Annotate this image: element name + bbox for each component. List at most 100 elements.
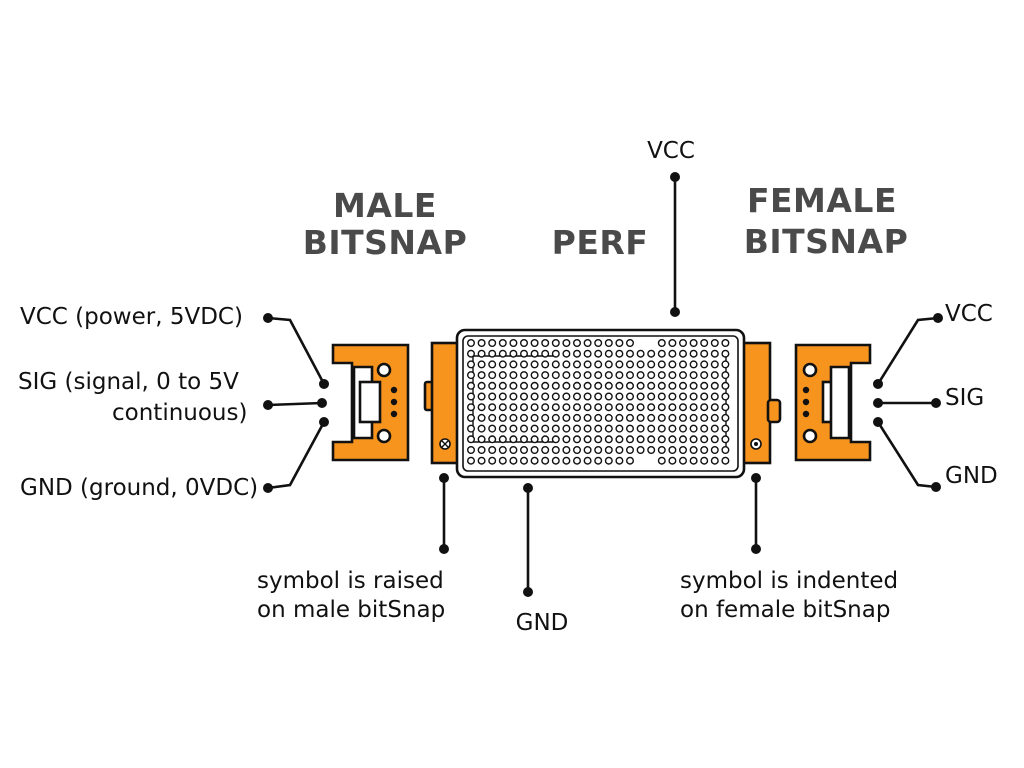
left-sig-label-line1: SIG (signal, 0 to 5V bbox=[18, 369, 239, 395]
perf-hole bbox=[551, 371, 560, 380]
perf-hole bbox=[498, 381, 507, 390]
perf-hole bbox=[626, 392, 635, 401]
perf-hole bbox=[721, 349, 730, 358]
perf-hole bbox=[668, 360, 677, 369]
perf-hole bbox=[551, 339, 560, 348]
perf-hole bbox=[679, 392, 688, 401]
perf-hole bbox=[477, 381, 486, 390]
perf-hole bbox=[520, 360, 529, 369]
perf-hole bbox=[498, 339, 507, 348]
perf-hole bbox=[488, 381, 497, 390]
perf-hole bbox=[689, 392, 698, 401]
perf-hole bbox=[615, 381, 624, 390]
perf-hole bbox=[679, 403, 688, 412]
perf-hole bbox=[594, 424, 603, 433]
left-sig-label-line2: continuous) bbox=[112, 400, 247, 426]
perf-hole bbox=[551, 435, 560, 444]
perf-hole bbox=[498, 392, 507, 401]
perf-hole bbox=[488, 435, 497, 444]
perf-hole bbox=[700, 371, 709, 380]
perf-hole bbox=[679, 424, 688, 433]
perf-hole bbox=[509, 413, 518, 422]
perf-hole bbox=[626, 446, 635, 455]
perf-hole bbox=[689, 349, 698, 358]
perf-hole bbox=[689, 446, 698, 455]
perf-hole bbox=[679, 371, 688, 380]
perf-hole bbox=[551, 392, 560, 401]
perf-hole bbox=[583, 371, 592, 380]
perf-vcc-label: VCC bbox=[647, 138, 695, 164]
perf-hole bbox=[626, 360, 635, 369]
perf-hole bbox=[530, 371, 539, 380]
perf-hole bbox=[467, 403, 476, 412]
perf-hole bbox=[668, 435, 677, 444]
perf-hole bbox=[530, 403, 539, 412]
perf-hole bbox=[573, 446, 582, 455]
perf-hole bbox=[467, 381, 476, 390]
perf-hole bbox=[700, 413, 709, 422]
perf-hole bbox=[551, 349, 560, 358]
perf-hole bbox=[657, 446, 666, 455]
perf-hole bbox=[498, 371, 507, 380]
perf-hole bbox=[615, 403, 624, 412]
perf-hole bbox=[721, 403, 730, 412]
perf-hole bbox=[657, 424, 666, 433]
perf-hole bbox=[636, 446, 645, 455]
perf-hole bbox=[562, 392, 571, 401]
perf-hole bbox=[710, 371, 719, 380]
perf-hole bbox=[467, 413, 476, 422]
perf-hole bbox=[700, 360, 709, 369]
right-sig-label: SIG bbox=[945, 385, 984, 411]
perf-hole bbox=[668, 424, 677, 433]
perf-hole bbox=[541, 446, 550, 455]
perf-hole bbox=[498, 424, 507, 433]
perf-hole bbox=[636, 435, 645, 444]
perf-board bbox=[455, 328, 746, 479]
perf-hole bbox=[488, 339, 497, 348]
perf-hole bbox=[626, 349, 635, 358]
perf-hole bbox=[488, 360, 497, 369]
perf-hole bbox=[573, 456, 582, 465]
perf-gnd-label: GND bbox=[516, 610, 569, 636]
perf-hole bbox=[467, 339, 476, 348]
perf-hole bbox=[657, 360, 666, 369]
perf-hole bbox=[594, 371, 603, 380]
perf-hole bbox=[668, 339, 677, 348]
perf-hole bbox=[668, 403, 677, 412]
perf-hole bbox=[615, 456, 624, 465]
left-leader-lines bbox=[263, 313, 329, 493]
perf-hole bbox=[668, 381, 677, 390]
perf-hole bbox=[657, 403, 666, 412]
perf-hole bbox=[562, 456, 571, 465]
perf-hole bbox=[657, 435, 666, 444]
perf-hole bbox=[657, 381, 666, 390]
perf-hole bbox=[551, 381, 560, 390]
perf-hole bbox=[573, 403, 582, 412]
perf-hole bbox=[594, 381, 603, 390]
perf-hole bbox=[541, 403, 550, 412]
perf-hole bbox=[467, 360, 476, 369]
perf-hole bbox=[689, 413, 698, 422]
perf-hole bbox=[615, 371, 624, 380]
perf-hole bbox=[467, 392, 476, 401]
perf-hole bbox=[647, 392, 656, 401]
perf-hole bbox=[488, 392, 497, 401]
perf-hole bbox=[509, 381, 518, 390]
perf-hole bbox=[647, 435, 656, 444]
perf-hole bbox=[657, 371, 666, 380]
circle-dot-icon bbox=[750, 438, 762, 450]
perf-hole bbox=[604, 392, 613, 401]
perf-hole bbox=[668, 392, 677, 401]
perf-hole bbox=[700, 381, 709, 390]
perf-hole bbox=[594, 413, 603, 422]
perf-hole bbox=[583, 456, 592, 465]
perf-hole bbox=[488, 403, 497, 412]
perf-hole bbox=[551, 424, 560, 433]
perf-hole bbox=[541, 381, 550, 390]
perf-hole bbox=[636, 381, 645, 390]
perf-hole bbox=[700, 446, 709, 455]
perf-hole bbox=[710, 413, 719, 422]
perf-hole bbox=[594, 456, 603, 465]
perf-hole bbox=[594, 403, 603, 412]
perf-hole bbox=[583, 424, 592, 433]
